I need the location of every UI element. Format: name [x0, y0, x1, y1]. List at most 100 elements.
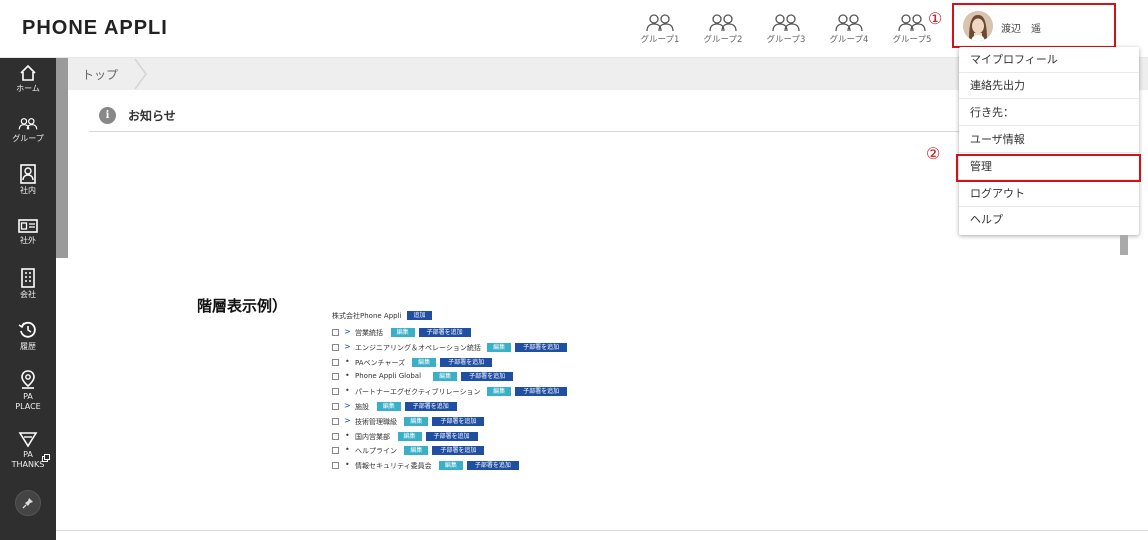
add-child-department-button[interactable]: 子部署を追加: [440, 357, 493, 367]
group-button-4[interactable]: グループ4: [821, 14, 877, 50]
top-header: PHONE APPLI グループ1 グループ2 グループ3 グループ4 グループ…: [0, 0, 1148, 58]
row-checkbox[interactable]: [332, 358, 339, 366]
row-checkbox[interactable]: [332, 462, 339, 470]
row-checkbox[interactable]: [332, 388, 339, 396]
edit-button[interactable]: 編集: [390, 328, 415, 337]
edit-button[interactable]: 編集: [412, 357, 437, 367]
breadcrumb-item-top[interactable]: トップ: [82, 68, 119, 82]
step-marker-2: ②: [926, 144, 941, 163]
row-checkbox[interactable]: [332, 343, 339, 351]
bullet-icon: •: [345, 386, 350, 396]
sidebar-item-internal[interactable]: 社内: [0, 164, 56, 196]
sidebar-pin-button[interactable]: [15, 490, 41, 516]
menu-item-user-info[interactable]: ユーザ情報: [959, 127, 1139, 153]
sidebar-item-home[interactable]: ホーム: [0, 64, 56, 94]
edit-button[interactable]: 編集: [487, 342, 512, 352]
group-button-1[interactable]: グループ1: [632, 14, 688, 50]
external-link-icon: [42, 454, 50, 462]
user-menu-button[interactable]: 渡辺 遥: [952, 3, 1116, 48]
row-checkbox[interactable]: [332, 417, 339, 425]
menu-item-help[interactable]: ヘルプ: [970, 213, 1003, 226]
org-root-name: 株式会社Phone Appli: [332, 312, 402, 320]
bullet-icon: •: [345, 430, 350, 440]
sidebar-item-label: 履歴: [20, 342, 36, 351]
home-icon: [20, 64, 36, 81]
department-name: 技術管理職級: [355, 417, 397, 426]
notice-title: お知らせ: [128, 109, 176, 123]
step-marker-1: ①: [928, 9, 943, 28]
add-child-department-button[interactable]: 子部署を追加: [404, 402, 457, 411]
app-logo[interactable]: PHONE APPLI: [22, 17, 168, 39]
info-icon: i: [99, 107, 116, 124]
org-add-button[interactable]: 追加: [407, 311, 432, 320]
left-sidebar: ホーム グループ 社内 社外 会社 履歴 PA PLACE PA THANKS: [0, 58, 56, 540]
department-name: エンジニアリング＆オペレーション統括: [355, 343, 481, 352]
sidebar-scroll-track: [56, 258, 68, 530]
group-icon: [18, 118, 38, 130]
expand-chevron-icon[interactable]: >: [344, 401, 351, 410]
add-child-department-button[interactable]: 子部署を追加: [432, 446, 485, 456]
sidebar-item-pa-place[interactable]: PA PLACE: [0, 370, 56, 412]
group-label: グループ3: [766, 35, 806, 45]
edit-button[interactable]: 編集: [376, 402, 401, 411]
sidebar-item-company[interactable]: 会社: [0, 268, 56, 300]
department-name: PAベンチャーズ: [355, 358, 406, 367]
department-name: ヘルプライン: [355, 447, 397, 456]
expand-chevron-icon[interactable]: >: [344, 327, 351, 336]
add-child-department-button[interactable]: 子部署を追加: [466, 461, 519, 471]
bullet-icon: •: [345, 371, 350, 381]
group-button-2[interactable]: グループ2: [695, 14, 751, 50]
footer-divider: [56, 530, 1148, 531]
menu-item-my-profile[interactable]: マイプロフィール: [959, 47, 1139, 73]
edit-button[interactable]: 編集: [404, 416, 429, 426]
menu-item-export-contacts[interactable]: 連絡先出力: [959, 73, 1139, 99]
edit-button[interactable]: 編集: [404, 446, 429, 456]
content-scrollbar[interactable]: [1120, 235, 1128, 255]
edit-button[interactable]: 編集: [397, 431, 422, 441]
group-icon: [772, 14, 800, 32]
sidebar-scrollbar[interactable]: [56, 58, 68, 258]
breadcrumb-chevron-icon: [134, 58, 147, 90]
pin-icon: [22, 498, 33, 509]
sidebar-item-label: グループ: [12, 134, 44, 143]
sidebar-item-external[interactable]: 社外: [0, 218, 56, 246]
avatar: [963, 11, 993, 41]
edit-button[interactable]: 編集: [438, 461, 463, 471]
admin-highlight-box: [956, 154, 1141, 182]
add-child-department-button[interactable]: 子部署を追加: [425, 431, 478, 441]
group-button-5[interactable]: グループ5: [884, 14, 940, 50]
add-child-department-button[interactable]: 子部署を追加: [515, 387, 568, 397]
sidebar-item-group[interactable]: グループ: [0, 116, 56, 144]
sidebar-item-history[interactable]: 履歴: [0, 320, 56, 352]
group-label: グループ4: [829, 35, 869, 45]
add-child-department-button[interactable]: 子部署を追加: [418, 328, 471, 337]
group-button-3[interactable]: グループ3: [758, 14, 814, 50]
department-name: Phone Appli Global: [355, 372, 422, 381]
sidebar-item-label: PA PLACE: [15, 392, 41, 411]
group-label: グループ1: [640, 35, 680, 45]
user-dropdown-menu: マイプロフィール 連絡先出力 行き先： ユーザ情報 管理 ログアウト ヘルプ: [959, 47, 1139, 235]
department-name: パートナーエグゼクティブリレーション: [355, 388, 481, 397]
menu-item-admin[interactable]: 管理: [959, 154, 1139, 180]
row-checkbox[interactable]: [332, 373, 339, 381]
sidebar-item-label: 社内: [20, 186, 36, 195]
menu-item-logout[interactable]: ログアウト: [959, 181, 1139, 207]
expand-chevron-icon[interactable]: >: [344, 415, 351, 425]
add-child-department-button[interactable]: 子部署を追加: [515, 342, 568, 352]
expand-chevron-icon[interactable]: >: [344, 341, 351, 351]
sidebar-item-pa-thanks[interactable]: PA THANKS: [0, 430, 56, 470]
row-checkbox[interactable]: [332, 329, 339, 336]
sidebar-item-label: PA THANKS: [11, 450, 45, 469]
notice-divider: [89, 131, 959, 132]
department-name: 営業統括: [355, 329, 383, 337]
sidebar-item-label: 会社: [20, 290, 36, 299]
sidebar-item-label: 社外: [20, 236, 36, 245]
edit-button[interactable]: 編集: [433, 372, 458, 382]
menu-item-destination[interactable]: 行き先：: [959, 100, 1139, 126]
row-checkbox[interactable]: [332, 403, 339, 410]
row-checkbox[interactable]: [332, 432, 339, 440]
row-checkbox[interactable]: [332, 447, 339, 455]
add-child-department-button[interactable]: 子部署を追加: [461, 372, 514, 382]
add-child-department-button[interactable]: 子部署を追加: [432, 416, 485, 426]
edit-button[interactable]: 編集: [487, 387, 512, 397]
